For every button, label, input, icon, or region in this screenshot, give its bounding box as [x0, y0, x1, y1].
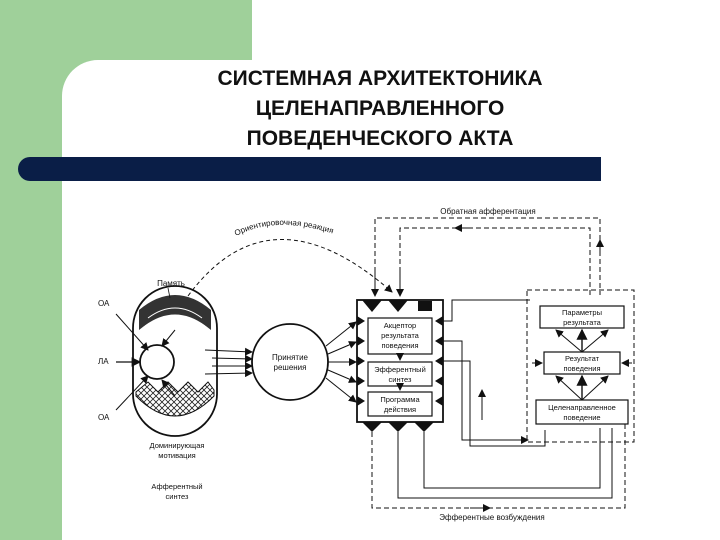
efferent-synthesis-box — [367, 361, 433, 387]
efferent-excitations: Эфферентные возбуждения — [371, 418, 626, 522]
efferent-synthesis-label-2: синтез — [389, 375, 412, 384]
decision-circle — [251, 323, 329, 401]
results-dashed-frame — [526, 289, 635, 443]
title-line-2: ЦЕЛЕНАПРАВЛЕННОГО — [255, 97, 505, 120]
acceptor-label-1: Акцептор — [384, 321, 416, 330]
memory-region — [139, 295, 211, 330]
efferent-excitations-label: Эфферентные возбуждения — [439, 513, 544, 522]
results-block: Параметры результата Результат поведения… — [526, 289, 635, 443]
result-params-label-1: Параметры — [562, 308, 602, 317]
motivation-region — [135, 381, 215, 417]
afferent-synthesis-label-1: Афферентный — [151, 482, 202, 491]
title-line-3: ПОВЕДЕНЧЕСКОГО АКТА — [246, 127, 514, 150]
decision-label-1: Принятие — [272, 353, 309, 362]
orienting-reaction: Ориентировочная реакция — [187, 218, 393, 297]
orienting-reaction-label: Ориентировочная реакция — [233, 218, 335, 238]
green-side-strip — [0, 0, 62, 540]
acceptor-box — [367, 317, 433, 355]
afferent-synthesis-label-2: синтез — [166, 492, 189, 501]
oa-top-label: ОА — [98, 299, 110, 308]
capsule-to-decision-arrows — [204, 347, 253, 378]
orienting-reaction-arc — [187, 239, 393, 297]
afferent-synthesis-block: Память ОА ЛА ОА Доминирующая мотивация А… — [98, 279, 218, 501]
action-program-box — [367, 391, 433, 417]
dominant-motivation-label-1: Доминирующая — [150, 441, 205, 450]
acceptor-label-2: результата — [381, 331, 420, 340]
memory-label: Память — [157, 279, 185, 288]
purposeful-behavior-label-1: Целенаправленное — [548, 403, 616, 412]
la-circle — [139, 344, 175, 380]
action-program-label-2: действия — [384, 405, 416, 414]
efferent-synthesis-label-1: Эфферентный — [374, 365, 426, 374]
title-underline-bar — [18, 157, 601, 181]
right-connectors — [443, 299, 546, 447]
back-afferentation-label: Обратная афферентация — [440, 207, 535, 216]
purposeful-behavior-label-2: поведение — [563, 413, 600, 422]
decision-label-2: решения — [274, 363, 307, 372]
back-afferentation: Обратная афферентация — [371, 207, 604, 297]
decision-to-acceptor-arrows — [325, 321, 357, 403]
page-title: СИСТЕМНАЯ АРХИТЕКТОНИКА ЦЕЛЕНАПРАВЛЕННОГ… — [130, 64, 630, 154]
result-params-box — [539, 305, 625, 329]
oa-bottom-label: ОА — [98, 413, 110, 422]
behavior-result-label-1: Результат — [565, 354, 600, 363]
decision-block: Принятие решения — [251, 323, 329, 401]
dominant-motivation-label-2: мотивация — [158, 451, 195, 460]
central-block: Акцептор результата поведения Эфферентны… — [356, 299, 444, 432]
la-label: ЛА — [98, 357, 109, 366]
title-line-1: СИСТЕМНАЯ АРХИТЕКТОНИКА — [217, 67, 543, 90]
action-program-label-1: Программа — [380, 395, 420, 404]
behavior-result-label-2: поведения — [563, 364, 600, 373]
result-params-label-2: результата — [563, 318, 602, 327]
acceptor-label-3: поведения — [381, 341, 418, 350]
